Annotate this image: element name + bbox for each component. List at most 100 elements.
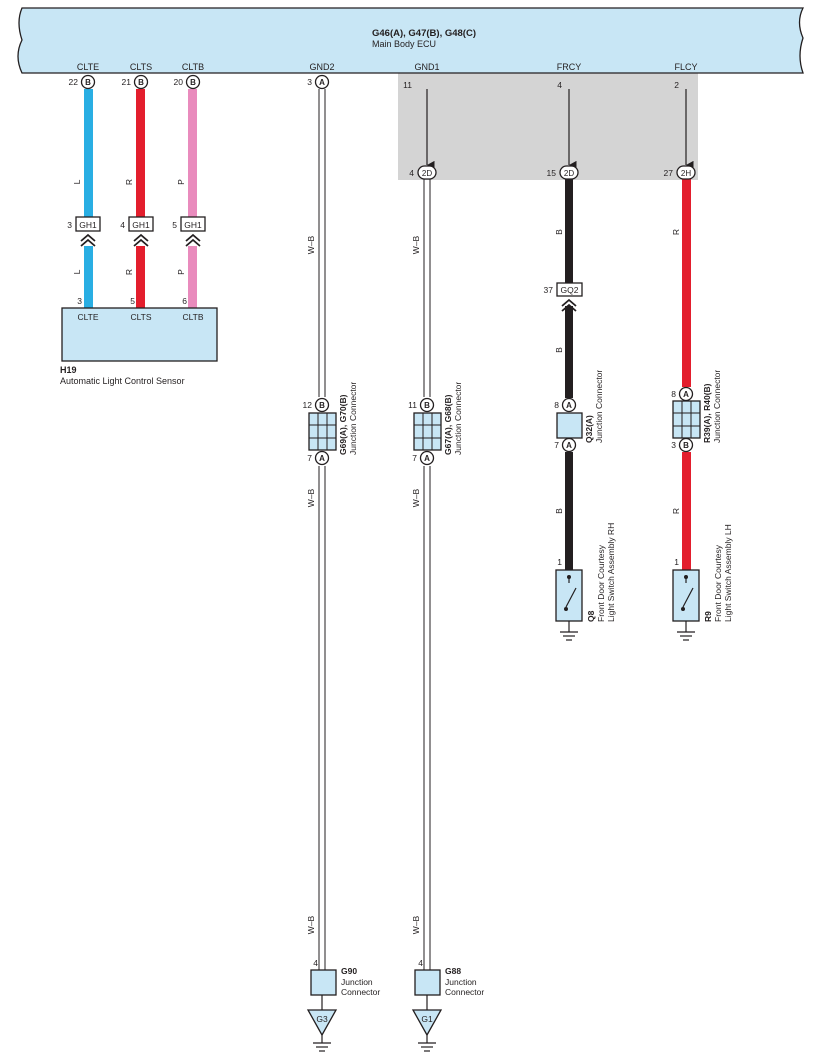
internal-wire-flcy: 2 <box>674 80 694 170</box>
wire-color-clts-1: R <box>124 179 134 185</box>
svg-text:12: 12 <box>303 400 313 410</box>
switch-r9-line1: Front Door Courtesy <box>713 544 723 622</box>
g88-code: G88 <box>445 966 461 976</box>
svg-text:6: 6 <box>182 296 187 306</box>
wire-color-frcy-3: B <box>554 508 564 514</box>
wire-color-gnd2-2: W–B <box>306 488 316 507</box>
svg-text:GH1: GH1 <box>184 220 202 230</box>
svg-text:GH1: GH1 <box>132 220 150 230</box>
svg-text:CLTE: CLTE <box>77 312 98 322</box>
svg-text:1: 1 <box>674 557 679 567</box>
svg-text:3: 3 <box>77 296 82 306</box>
ecu-terminal-cltb: CLTB <box>182 62 204 72</box>
connector-gh1-clte: GH1 3 <box>67 216 101 247</box>
wire-color-cltb-2: P <box>176 269 186 275</box>
svg-text:8: 8 <box>671 389 676 399</box>
svg-text:A: A <box>566 441 572 450</box>
svg-text:2: 2 <box>674 80 679 90</box>
sensor-h19-name: Automatic Light Control Sensor <box>60 376 185 386</box>
sensor-h19-code: H19 <box>60 365 77 375</box>
wire-cltb <box>188 89 197 308</box>
wire-color-flcy-1: R <box>671 229 681 235</box>
junction-2d-gnd1: 2D 4 <box>409 165 437 180</box>
ecu-terminal-gnd1: GND1 <box>414 62 439 72</box>
junction-2d-frcy: 2D 15 <box>547 165 579 180</box>
wire-color-gnd1-2: W–B <box>411 488 421 507</box>
ecu-box <box>17 7 805 74</box>
switch-r9: 1 <box>672 557 700 632</box>
svg-text:3: 3 <box>671 440 676 450</box>
ecu-terminal-flcy: FLCY <box>674 62 697 72</box>
switch-q8: 1 <box>555 557 583 632</box>
svg-text:B: B <box>138 78 144 87</box>
connector-gq2: GQ2 37 <box>544 282 583 312</box>
svg-text:22: 22 <box>69 77 79 87</box>
junction-connector-g67: B 11 A 7 <box>408 397 442 466</box>
svg-text:21: 21 <box>122 77 132 87</box>
junction-2h-flcy: 2H 27 <box>664 165 696 180</box>
svg-text:3: 3 <box>307 77 312 87</box>
pin-clte: B 22 <box>69 74 96 90</box>
ground-point-g1: G1 <box>411 1009 443 1052</box>
svg-text:3: 3 <box>67 220 72 230</box>
internal-wiring-region <box>398 73 698 180</box>
svg-text:A: A <box>683 390 689 399</box>
ecu-codes: G46(A), G47(B), G48(C) <box>372 28 476 39</box>
g90-line1: Junction <box>341 977 373 987</box>
junction-connector-r39: A 8 B 3 <box>671 386 701 453</box>
junction-connector-g67-code: G67(A), G68(B) <box>443 394 453 455</box>
svg-text:20: 20 <box>174 77 184 87</box>
junction-connector-g69-name: Junction Connector <box>348 382 358 455</box>
internal-wire-frcy: 4 <box>557 80 577 170</box>
connector-gh1-cltb: GH1 5 <box>172 216 206 247</box>
ecu-terminal-clts: CLTS <box>130 62 152 72</box>
svg-text:7: 7 <box>412 453 417 463</box>
svg-text:5: 5 <box>172 220 177 230</box>
wire-color-gnd1-3: W–B <box>411 915 421 934</box>
pin-cltb: B 20 <box>174 74 201 90</box>
svg-text:A: A <box>319 454 325 463</box>
junction-connector-q32-code: Q32(A) <box>584 415 594 443</box>
svg-text:CLTS: CLTS <box>130 312 151 322</box>
svg-text:4: 4 <box>557 80 562 90</box>
switch-q8-line2: Light Switch Assembly RH <box>606 523 616 622</box>
wire-gnd2 <box>318 89 326 970</box>
svg-text:37: 37 <box>544 285 554 295</box>
svg-text:G3: G3 <box>316 1014 328 1024</box>
svg-text:2H: 2H <box>681 169 691 178</box>
junction-connector-r39-name: Junction Connector <box>712 370 722 443</box>
ground-symbol-r9 <box>677 631 695 641</box>
switch-q8-code: Q8 <box>586 610 596 622</box>
svg-text:7: 7 <box>307 453 312 463</box>
ecu-terminal-clte: CLTE <box>77 62 99 72</box>
junction-connector-g69: B 12 A 7 <box>303 397 337 466</box>
g88-line2: Connector <box>445 987 484 997</box>
wire-clts <box>136 89 145 308</box>
svg-text:8: 8 <box>554 400 559 410</box>
svg-text:2D: 2D <box>564 169 574 178</box>
svg-text:11: 11 <box>403 80 412 90</box>
junction-connector-g90: 4 <box>310 958 337 1010</box>
svg-text:A: A <box>319 78 325 87</box>
svg-text:2D: 2D <box>422 169 432 178</box>
wire-color-gnd1-1: W–B <box>411 235 421 254</box>
wire-color-frcy-1: B <box>554 229 564 235</box>
svg-text:A: A <box>566 401 572 410</box>
ground-point-g3: G3 <box>306 1009 338 1052</box>
wire-color-clte-2: L <box>72 269 82 274</box>
wire-color-clte-1: L <box>72 179 82 184</box>
svg-text:4: 4 <box>409 168 414 178</box>
internal-wire-gnd1: 11 <box>403 80 435 170</box>
svg-text:7: 7 <box>554 440 559 450</box>
svg-text:15: 15 <box>547 168 557 178</box>
junction-connector-q32: A 8 A 7 <box>554 397 583 453</box>
svg-text:B: B <box>319 401 325 410</box>
svg-text:11: 11 <box>408 400 417 410</box>
wire-color-gnd2-3: W–B <box>306 915 316 934</box>
switch-r9-code: R9 <box>703 611 713 622</box>
junction-connector-g88: 4 <box>414 958 441 1010</box>
svg-text:4: 4 <box>418 958 423 968</box>
junction-connector-g67-name: Junction Connector <box>453 382 463 455</box>
svg-text:CLTB: CLTB <box>182 312 203 322</box>
